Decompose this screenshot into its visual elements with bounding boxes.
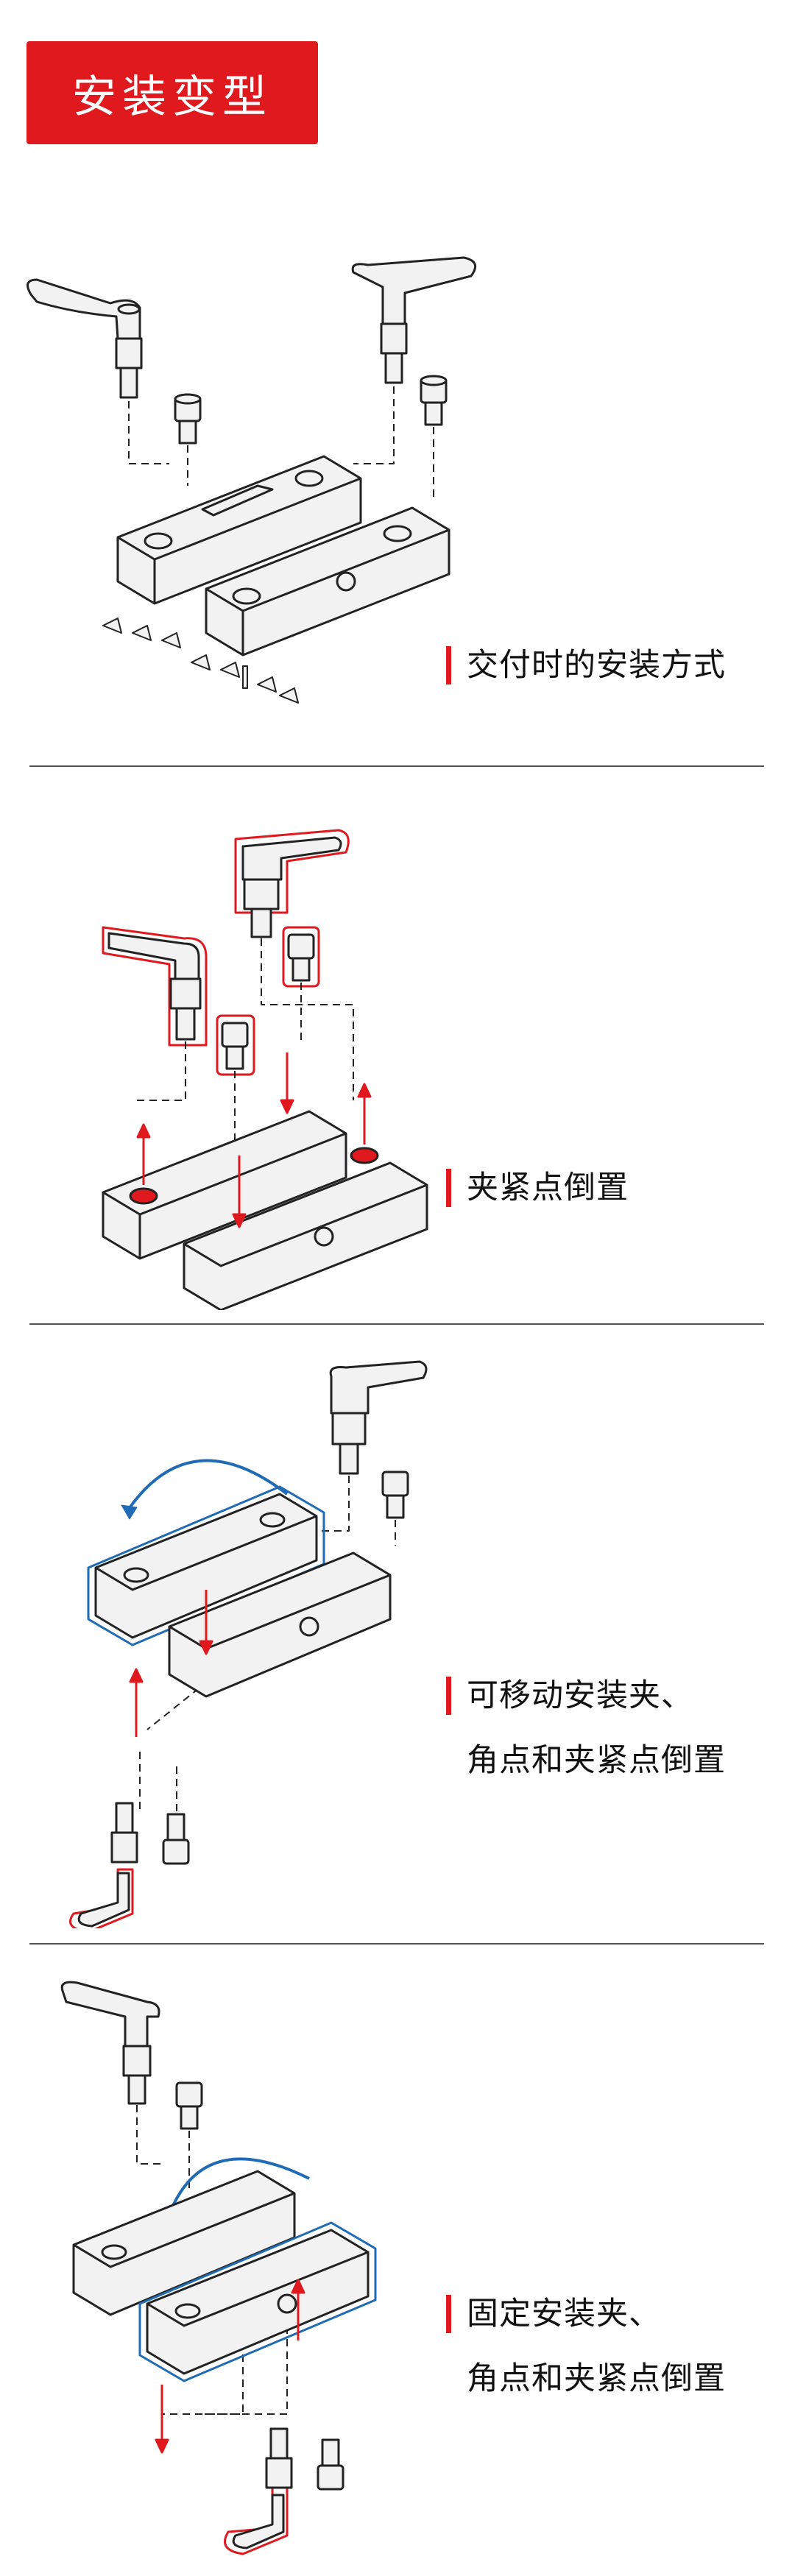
caption-line: 固定安装夹、 bbox=[467, 2296, 661, 2332]
clamp-block-icon bbox=[102, 1110, 347, 1260]
caption-line: 可移动安装夹、 bbox=[467, 1677, 693, 1714]
variant-inverted-clamping: 夹紧点倒置 bbox=[0, 810, 795, 1310]
clamping-lever-icon bbox=[329, 1360, 428, 1475]
clamp-block-icon bbox=[146, 2229, 370, 2375]
caption-line: 角点和夹紧点倒置 bbox=[467, 2360, 726, 2397]
clamping-lever-icon bbox=[26, 278, 143, 399]
clamping-lever-icon bbox=[107, 932, 202, 1041]
page-title: 安装变型 bbox=[72, 71, 272, 123]
delivery-assembly-illustration bbox=[26, 256, 477, 704]
fixed-mount-illustration bbox=[60, 1981, 377, 2555]
caption-line: 角点和夹紧点倒置 bbox=[467, 1742, 726, 1779]
motion-arrow-icon bbox=[127, 1459, 289, 1510]
variant-delivery: 交付时的安装方式 bbox=[0, 243, 795, 758]
variant-caption: 夹紧点倒置 bbox=[446, 1156, 629, 1220]
socket-screw-icon bbox=[317, 2438, 344, 2491]
section-divider bbox=[29, 1943, 764, 1945]
socket-screw-icon bbox=[287, 933, 315, 982]
socket-screw-icon bbox=[420, 375, 448, 426]
clamp-block-icon bbox=[116, 455, 362, 605]
section-divider bbox=[29, 1323, 764, 1325]
clamping-lever-icon bbox=[60, 1981, 160, 2105]
socket-screw-icon bbox=[162, 1813, 190, 1865]
clamp-block-icon bbox=[183, 1147, 428, 1310]
caption-line: 交付时的安装方式 bbox=[467, 647, 726, 684]
variant-caption: 交付时的安装方式 bbox=[446, 633, 726, 698]
clamping-lever-icon bbox=[232, 2427, 293, 2550]
variant-fixed-mount: 固定安装夹、 角点和夹紧点倒置 bbox=[0, 1972, 795, 2561]
clamp-block-icon bbox=[205, 506, 451, 657]
socket-screw-icon bbox=[174, 393, 202, 445]
caption-line: 夹紧点倒置 bbox=[467, 1170, 629, 1206]
page-title-badge: 安装变型 bbox=[26, 41, 318, 144]
socket-screw-icon bbox=[221, 1022, 249, 1070]
motion-arrow-icon bbox=[136, 1052, 372, 1228]
variant-caption: 固定安装夹、 角点和夹紧点倒置 bbox=[446, 2282, 726, 2411]
clamp-block-icon bbox=[94, 1493, 318, 1639]
section-divider bbox=[29, 765, 764, 767]
clamping-lever-icon bbox=[77, 1802, 138, 1928]
variant-movable-mount: 可移动安装夹、 角点和夹紧点倒置 bbox=[0, 1354, 795, 1928]
socket-screw-icon bbox=[381, 1471, 409, 1519]
inverted-clamping-illustration bbox=[102, 829, 428, 1310]
clamping-lever-icon bbox=[351, 256, 477, 384]
variant-caption: 可移动安装夹、 角点和夹紧点倒置 bbox=[446, 1663, 726, 1793]
socket-screw-icon bbox=[175, 2081, 203, 2130]
movable-mount-illustration bbox=[69, 1360, 428, 1928]
clamping-lever-icon bbox=[241, 836, 342, 938]
clamp-block-icon bbox=[168, 1551, 392, 1698]
